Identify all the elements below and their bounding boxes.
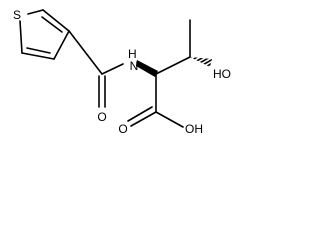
structure-diagram: S H N O HO O OH <box>13 8 231 136</box>
carboxyl-oxygen-label: O <box>118 122 127 136</box>
bond-c2-c3 <box>21 52 55 60</box>
hashed-wedge-beta-oh <box>190 57 212 67</box>
bond-c4-c5 <box>42 9 70 32</box>
wedge-bond-alpha-n-body <box>136 60 158 77</box>
thiophene-ring <box>19 9 70 60</box>
bond-c5-s <box>27 9 44 15</box>
side-hydroxyl-label: HO <box>213 67 231 81</box>
bond-c4-c5-inner <box>41 16 63 33</box>
bond-carboxyl-o-double-b <box>127 106 153 122</box>
amide-oxygen-label: O <box>97 110 106 124</box>
bond-s-c2 <box>19 20 23 54</box>
bond-c3-c4 <box>53 30 70 60</box>
amide-hydrogen-label: H <box>128 47 137 61</box>
amide-nitrogen-label: N <box>130 59 139 73</box>
carboxyl-hydroxyl-label: OH <box>185 122 203 136</box>
bond-c2-c3-inner <box>26 47 51 54</box>
sulfur-label: S <box>13 8 21 22</box>
bond-carbonyl-nitrogen <box>101 63 124 75</box>
bond-carboxyl-oh <box>155 111 184 128</box>
bond-ring-carbonyl <box>68 30 103 75</box>
bond-alpha-beta <box>155 56 191 75</box>
bond-carboxyl-o-double-a <box>130 111 157 127</box>
